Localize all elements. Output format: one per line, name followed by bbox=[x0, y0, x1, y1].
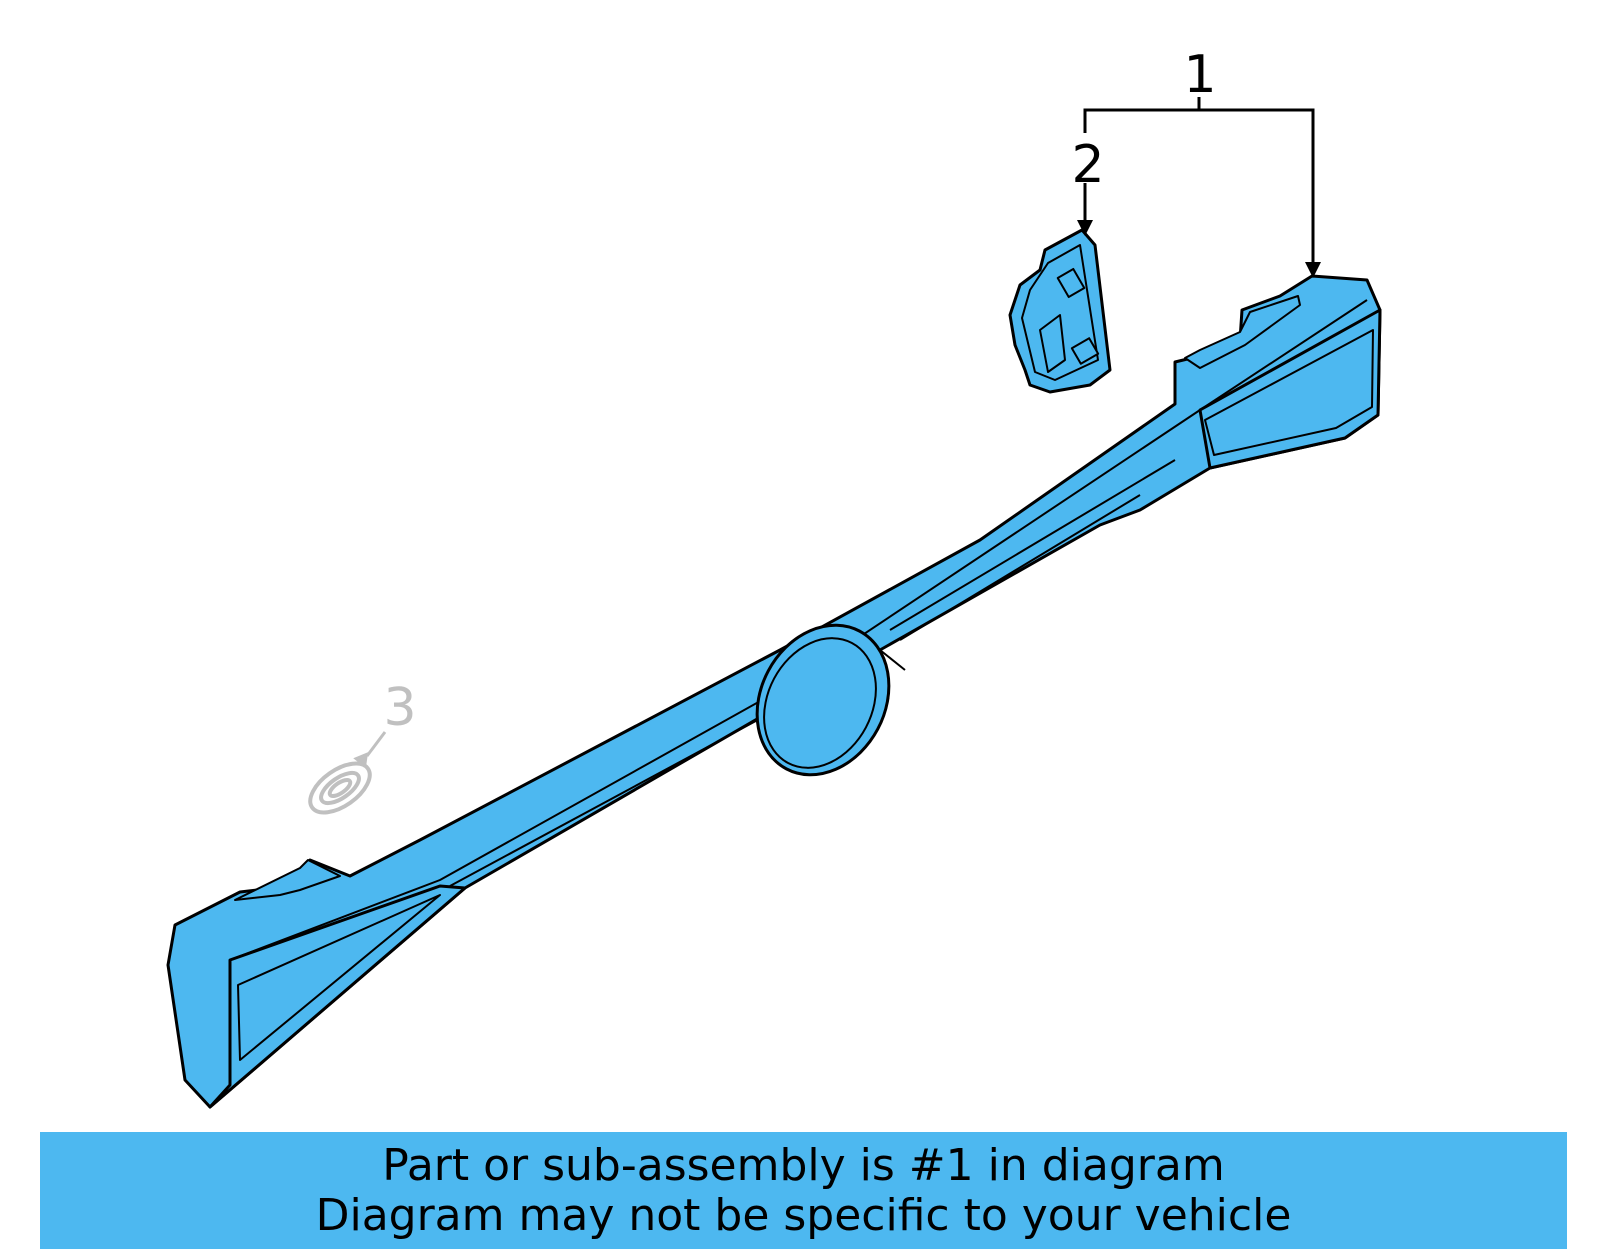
arrowheads bbox=[353, 220, 1321, 769]
bracket-part-2[interactable] bbox=[1008, 228, 1112, 394]
arrow-1-head bbox=[1305, 262, 1321, 278]
caption-line-1: Part or sub-assembly is #1 in diagram bbox=[382, 1139, 1225, 1191]
leader-3 bbox=[365, 731, 387, 757]
caption-line-2: Diagram may not be specific to your vehi… bbox=[315, 1189, 1292, 1241]
arrow-2-head bbox=[1077, 220, 1093, 236]
caption-bar: Part or sub-assembly is #1 in diagram Di… bbox=[40, 1132, 1567, 1249]
leader-lines bbox=[365, 97, 1315, 757]
leader-1-bracket bbox=[1083, 108, 1315, 262]
callout-2: 2 bbox=[1071, 135, 1104, 195]
callout-1: 1 bbox=[1183, 45, 1216, 105]
beam-part-1[interactable] bbox=[166, 274, 1382, 1109]
arrow-3-head bbox=[353, 752, 369, 769]
callout-3: 3 bbox=[383, 678, 416, 738]
clip-part-3[interactable] bbox=[302, 754, 378, 822]
